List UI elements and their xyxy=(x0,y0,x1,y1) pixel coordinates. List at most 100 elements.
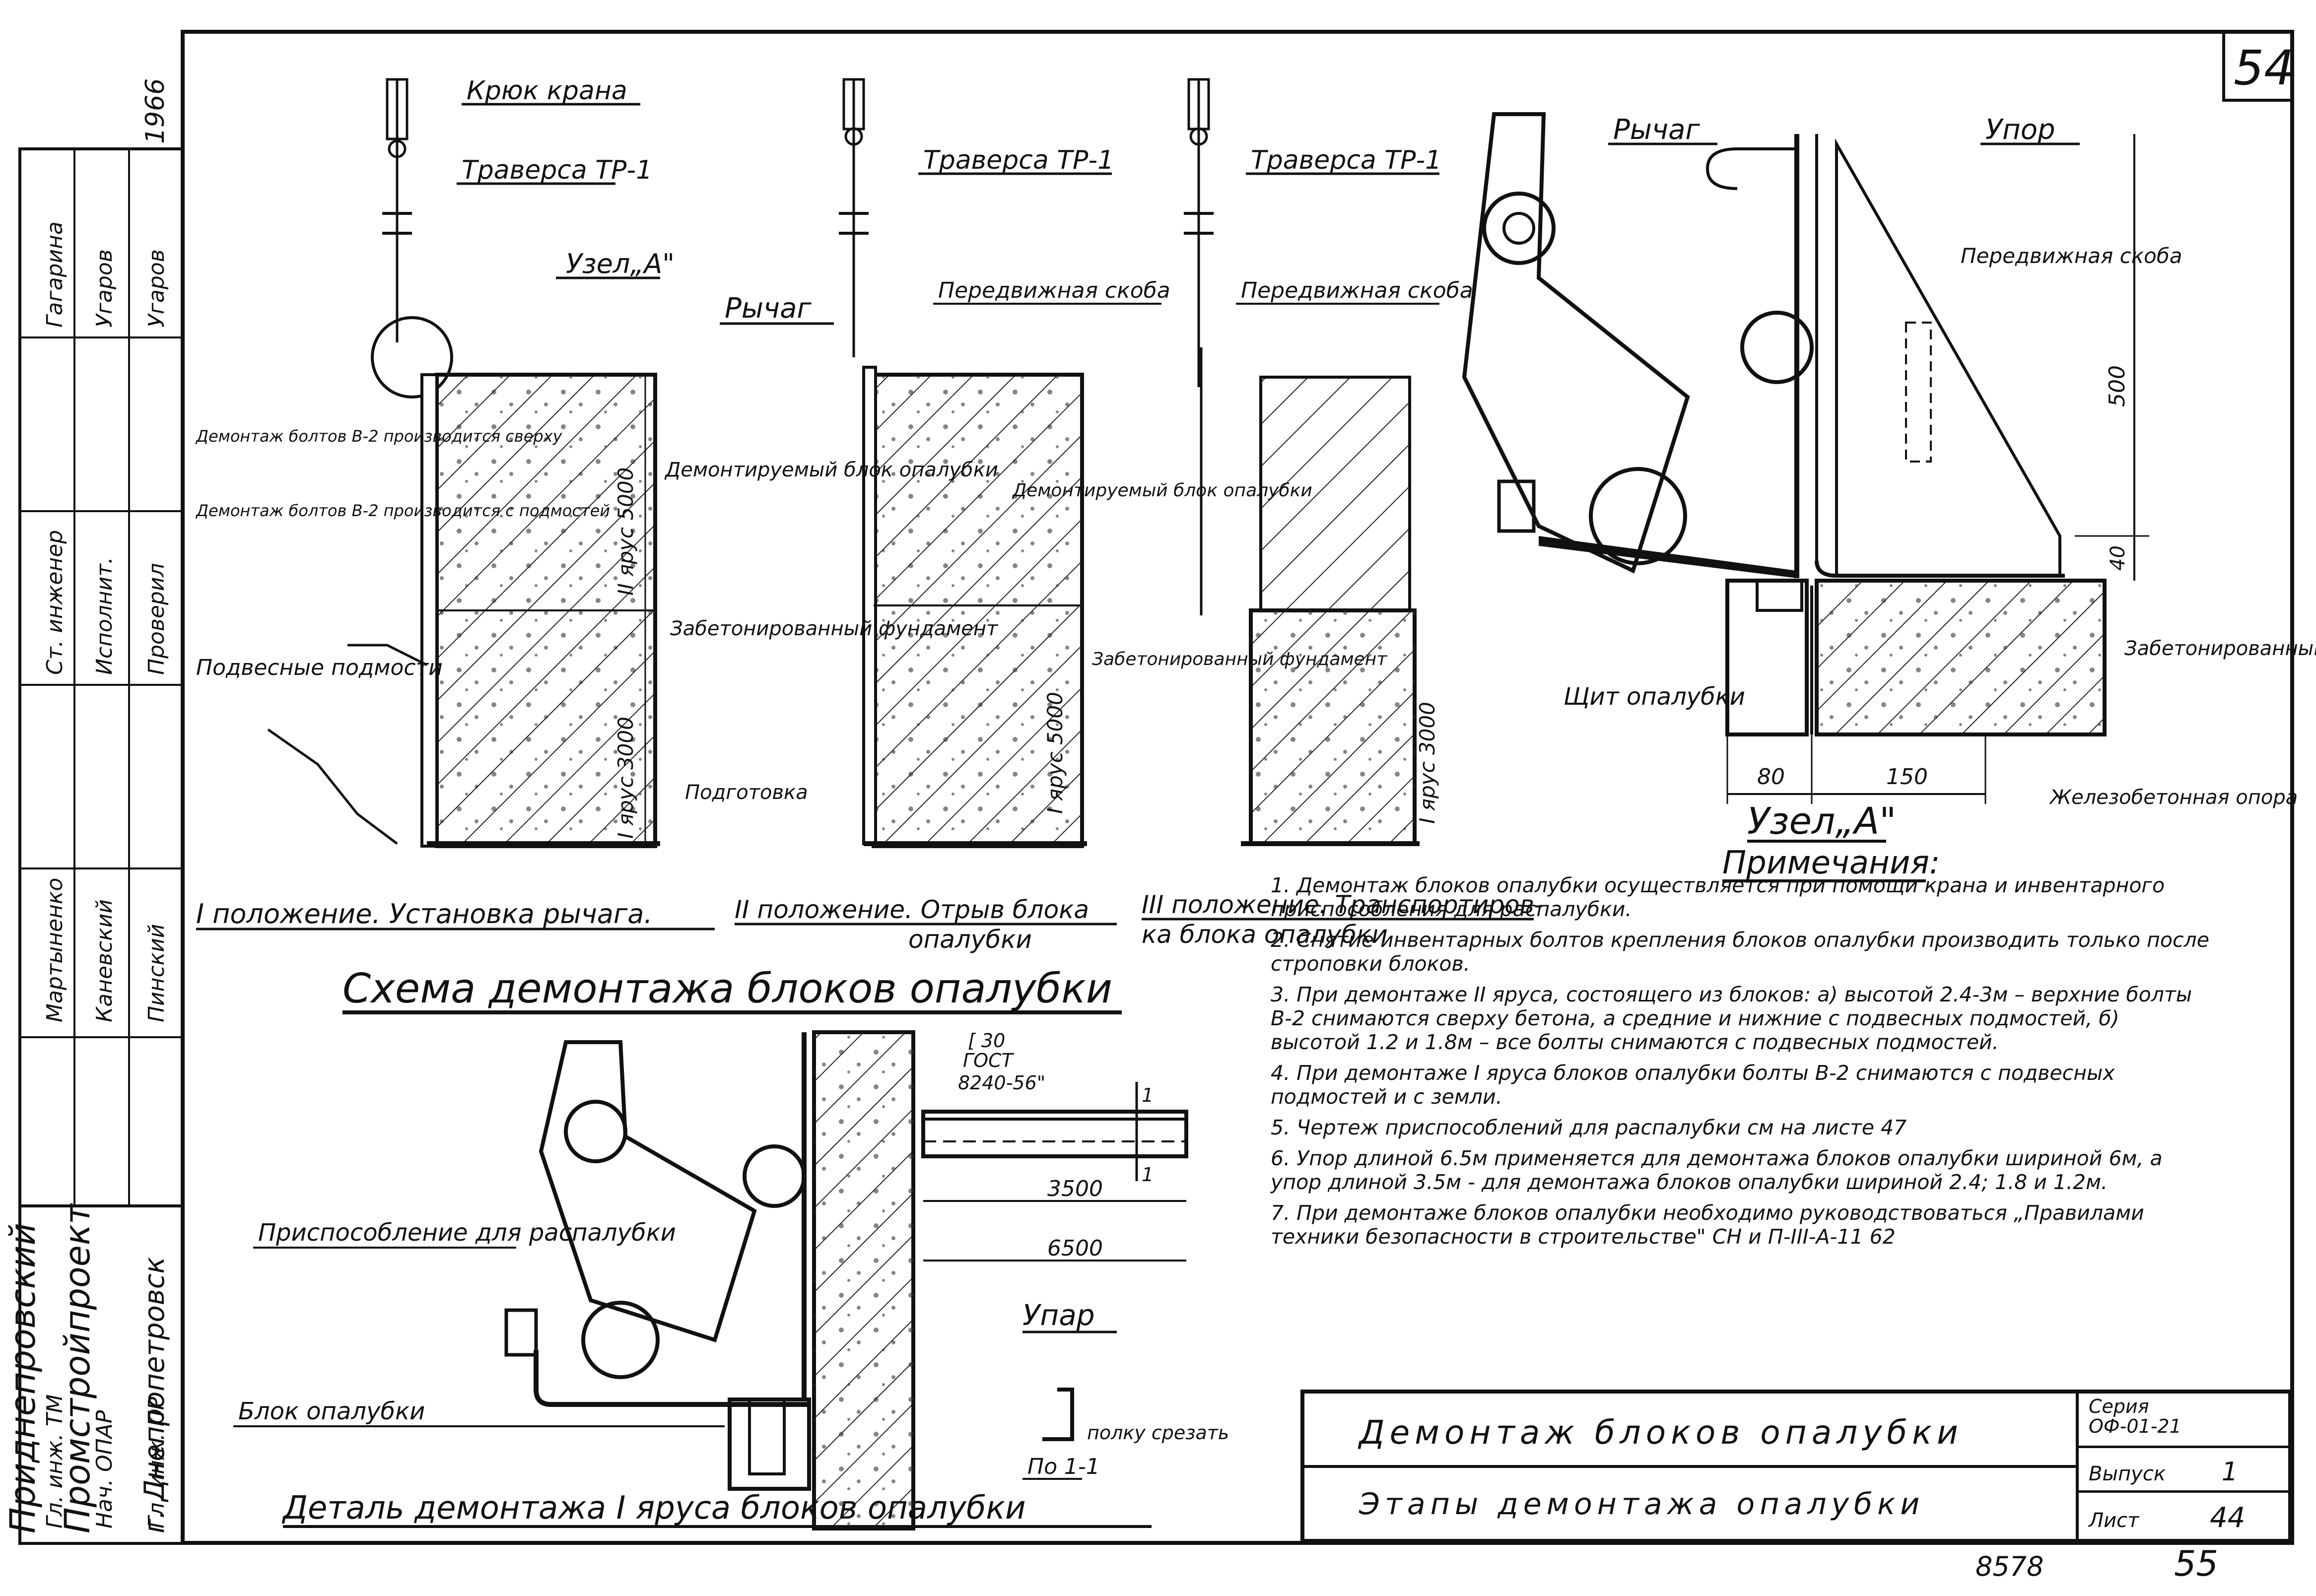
label-device: Приспособление для распалубки xyxy=(258,1219,676,1247)
stamp-title-1: Ст. инженер xyxy=(42,530,68,675)
series-value: ОФ-01-21 xyxy=(2089,1415,2181,1437)
drawing-title: Демонтаж блоков опалубки xyxy=(1359,1413,1963,1452)
corner-sheet-number: 54 xyxy=(2234,40,2294,96)
sheet-value: 44 xyxy=(2210,1502,2246,1534)
stage-1-diagram xyxy=(267,78,660,848)
note-item-7: 7. При демонтаже блоков опалубки необход… xyxy=(1271,1201,2144,1249)
page-number: 55 xyxy=(2174,1543,2219,1584)
org-line-2: Промстройпроект xyxy=(57,1203,98,1533)
profile-line-1: [ 30 xyxy=(968,1030,1005,1052)
stamp-name-4: Гагарина xyxy=(42,221,68,328)
issue-label: Выпуск xyxy=(2089,1463,2166,1485)
stamp-chief-3: Гл. инж. ПР xyxy=(144,1396,169,1529)
section-mark-bottom: 1 xyxy=(1142,1164,1154,1186)
title-block: Демонтаж блоков опалубки Этапы демонтажа… xyxy=(1300,1390,2292,1543)
dim-stage3-3000: I ярус 3000 xyxy=(1415,702,1439,824)
profile-line-3: 8240-56" xyxy=(958,1072,1045,1094)
stamp-name-1: Мартыненко xyxy=(42,878,68,1022)
drawing-subtitle: Этапы демонтажа опалубки xyxy=(1359,1487,1925,1522)
dim-150: 150 xyxy=(1886,764,1928,790)
label-lever-node: Рычаг xyxy=(1613,114,1700,146)
label-traverse-3: Траверса ТР-1 xyxy=(1251,145,1441,175)
section-label: По 1-1 xyxy=(1027,1454,1100,1479)
series-label: Серия xyxy=(2089,1396,2149,1417)
label-dismantle-scaffold: Демонтаж болтов В-2 производится с подмо… xyxy=(195,501,610,520)
stamp-chief-2: Нач. ОПАР xyxy=(92,1410,117,1529)
label-dismantle-top: Демонтаж болтов В-2 производится сверху xyxy=(195,427,563,446)
caption-stage-2-line1: II положение. Отрыв блока xyxy=(735,895,1089,924)
note-item-2: 2. Снятие инвентарных болтов крепления б… xyxy=(1271,928,2209,976)
detail-diagram xyxy=(504,1030,915,1530)
section-mark-top: 1 xyxy=(1142,1084,1154,1106)
stage-3-diagram xyxy=(1184,78,1420,846)
stage-2-diagram xyxy=(839,78,1087,848)
caption-stage-3-line2: ка блока опалубки xyxy=(1142,920,1388,949)
stop-title: Упар xyxy=(1022,1298,1095,1332)
caption-stage-3-line1: III положение. Транспортиров- xyxy=(1142,890,1543,919)
dim-80: 80 xyxy=(1757,764,1785,790)
label-bracket-3: Передвижная скоба xyxy=(1241,278,1473,303)
corner-box xyxy=(2222,30,2294,102)
dim-stage2-5000: I ярус 5000 xyxy=(1043,692,1067,814)
dim-6500: 6500 xyxy=(1047,1236,1103,1261)
notes-heading: Примечания: xyxy=(1722,845,1940,881)
org-line-3: г. Днепропетровск xyxy=(138,1257,171,1533)
stamp-name-5: Угаров xyxy=(92,249,117,328)
note-item-4: 4. При демонтаже I яруса блоков опалубки… xyxy=(1271,1061,2115,1109)
node-a-diagram xyxy=(1462,112,2149,804)
stamp-name-3: Пинский xyxy=(144,924,169,1022)
notes-list: 1. Демонтаж блоков опалубки осуществляет… xyxy=(1271,873,2214,1249)
dim-3500: 3500 xyxy=(1047,1176,1103,1201)
label-bracket-node: Передвижная скоба xyxy=(1961,244,2182,268)
series-cell: Серия ОФ-01-21 xyxy=(2079,1394,2288,1448)
label-foundation-2: Забетонированный фундамент xyxy=(670,617,999,640)
note-item-3: 3. При демонтаже II яруса, состоящего из… xyxy=(1271,983,2192,1054)
profile-line-2: ГОСТ xyxy=(963,1050,1015,1071)
title-block-main: Демонтаж блоков опалубки xyxy=(1304,1394,2079,1468)
label-traverse-2: Траверса ТР-1 xyxy=(923,145,1114,175)
caption-stage-1: I положение. Установка рычага. xyxy=(196,898,653,930)
label-bracket-2: Передвижная скоба xyxy=(938,278,1170,303)
label-foundation-node: Забетонированный фундамент xyxy=(2124,637,2316,660)
stop-diagram xyxy=(921,1082,1188,1441)
label-hook: Крюк крана xyxy=(467,76,627,106)
caption-stage-2-line2: опалубки xyxy=(908,925,1032,954)
label-shield: Щит опалубки xyxy=(1564,683,1745,711)
org-line-1: Приднепровский xyxy=(2,1223,43,1533)
label-traverse-1: Траверса ТР-1 xyxy=(462,155,652,185)
year-mark: 1966 xyxy=(140,78,170,144)
title-block-sub: Этапы демонтажа опалубки xyxy=(1304,1468,2079,1539)
stamp-chief-1: Гл. инж. ТМ xyxy=(42,1395,68,1529)
issue-value: 1 xyxy=(2221,1457,2238,1487)
label-foundation-3: Забетонированный фундамент xyxy=(1092,649,1387,669)
note-cut-flange: полку срезать xyxy=(1087,1422,1229,1444)
stamp-name-2: Каневский xyxy=(92,899,117,1022)
dim-500: 500 xyxy=(2105,365,2130,407)
node-a-title: Узел„А" xyxy=(1747,800,1896,843)
label-block-3: Демонтируемый блок опалубки xyxy=(1012,480,1312,501)
label-stop-node: Упор xyxy=(1985,114,2055,146)
archive-code: 8578 xyxy=(1975,1551,2044,1582)
note-item-1: 1. Демонтаж блоков опалубки осуществляет… xyxy=(1271,873,2165,921)
dim-tier2-5000: II ярус 5000 xyxy=(613,467,638,596)
label-lever-2: Рычаг xyxy=(725,292,812,325)
left-stamp-frame xyxy=(18,147,184,1545)
label-block-detail: Блок опалубки xyxy=(238,1397,425,1425)
stamp-title-2: Исполнит. xyxy=(92,557,117,675)
sheet-label: Лист xyxy=(2089,1509,2139,1532)
label-node-a-ref: Узел„А" xyxy=(566,248,675,279)
label-block-2a: Демонтируемый блок опалубки xyxy=(664,459,998,481)
note-item-5: 5. Чертеж приспособлений для распалубки … xyxy=(1271,1116,1907,1139)
issue-cell: Выпуск 1 xyxy=(2079,1448,2288,1493)
label-preparation: Подготовка xyxy=(685,781,808,804)
scheme-title: Схема демонтажа блоков опалубки xyxy=(342,965,1112,1012)
stamp-name-6: Угаров xyxy=(144,249,169,328)
note-item-6: 6. Упор длиной 6.5м применяется для демо… xyxy=(1271,1146,2163,1194)
dim-40: 40 xyxy=(2107,545,2129,571)
dim-tier1-3000: I ярус 3000 xyxy=(613,717,638,839)
label-scaffold: Подвесные подмости xyxy=(196,655,443,680)
sheet-cell: Лист 44 xyxy=(2079,1493,2288,1539)
label-rc-support: Железобетонная опора xyxy=(2048,786,2298,809)
